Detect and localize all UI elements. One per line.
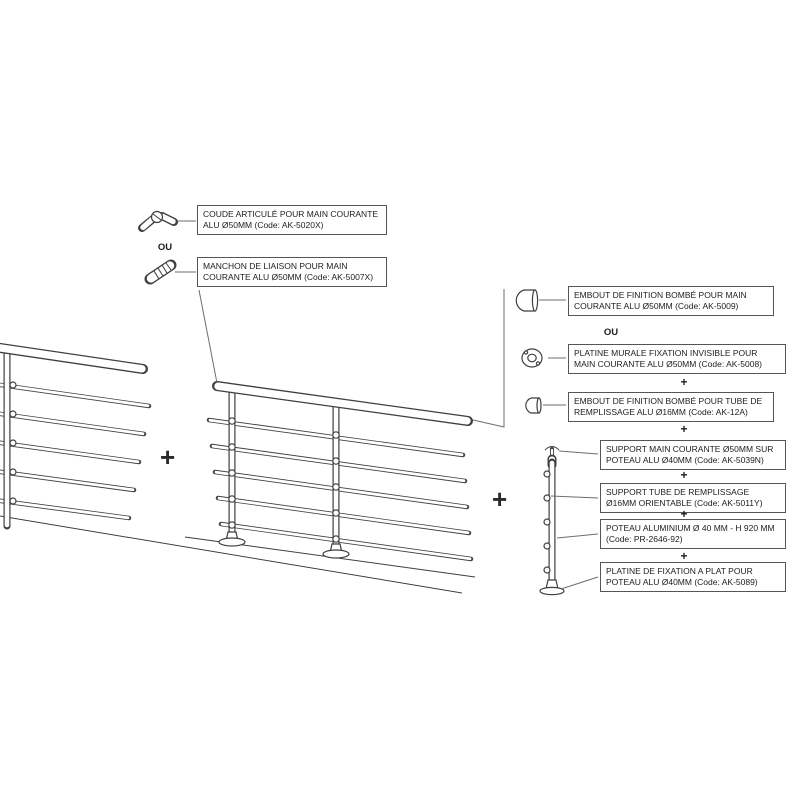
plus-separator-4: + (680, 507, 688, 521)
label-support-tube-remplissage: SUPPORT TUBE DE REMPLISSAGE Ø16MM ORIENT… (600, 483, 786, 513)
label-platine-fixation: PLATINE DE FIXATION A PLAT POUR POTEAU A… (600, 562, 786, 592)
plus-separator-1: + (680, 375, 688, 389)
left-railing-section (0, 342, 152, 530)
label-coude-articule: COUDE ARTICULÉ POUR MAIN COURANTE ALU Ø5… (197, 205, 387, 235)
plus-between-middle-and-post: + (492, 484, 508, 514)
or-label-right: OU (603, 327, 619, 338)
label-poteau-aluminium: POTEAU ALUMINIUM Ø 40 MM - H 920 MM (Cod… (600, 519, 786, 549)
plus-between-left-and-middle: + (160, 442, 176, 472)
plus-separator-5: + (680, 549, 688, 563)
label-manchon-liaison: MANCHON DE LIAISON POUR MAIN COURANTE AL… (197, 257, 387, 287)
platine-murale-icon (521, 348, 543, 368)
embout-main-courante-icon (515, 289, 539, 312)
label-platine-murale: PLATINE MURALE FIXATION INVISIBLE POUR M… (568, 344, 786, 374)
embout-tube-remplissage-icon (525, 397, 542, 414)
standalone-post (539, 446, 565, 596)
plus-separator-3: + (680, 468, 688, 482)
handrail-support-icon (544, 446, 560, 451)
plus-separator-2: + (680, 422, 688, 436)
manchon-liaison-icon (144, 259, 177, 285)
label-support-main-courante: SUPPORT MAIN COURANTE Ø50MM SUR POTEAU A… (600, 440, 786, 470)
or-label-left: OU (157, 242, 173, 253)
coude-articule-icon (138, 210, 178, 232)
middle-railing-section (206, 381, 474, 562)
label-embout-tube-remplissage: EMBOUT DE FINITION BOMBÉ POUR TUBE DE RE… (568, 392, 774, 422)
leader-lines (175, 220, 599, 590)
label-embout-main-courante: EMBOUT DE FINITION BOMBÉ POUR MAIN COURA… (568, 286, 774, 316)
